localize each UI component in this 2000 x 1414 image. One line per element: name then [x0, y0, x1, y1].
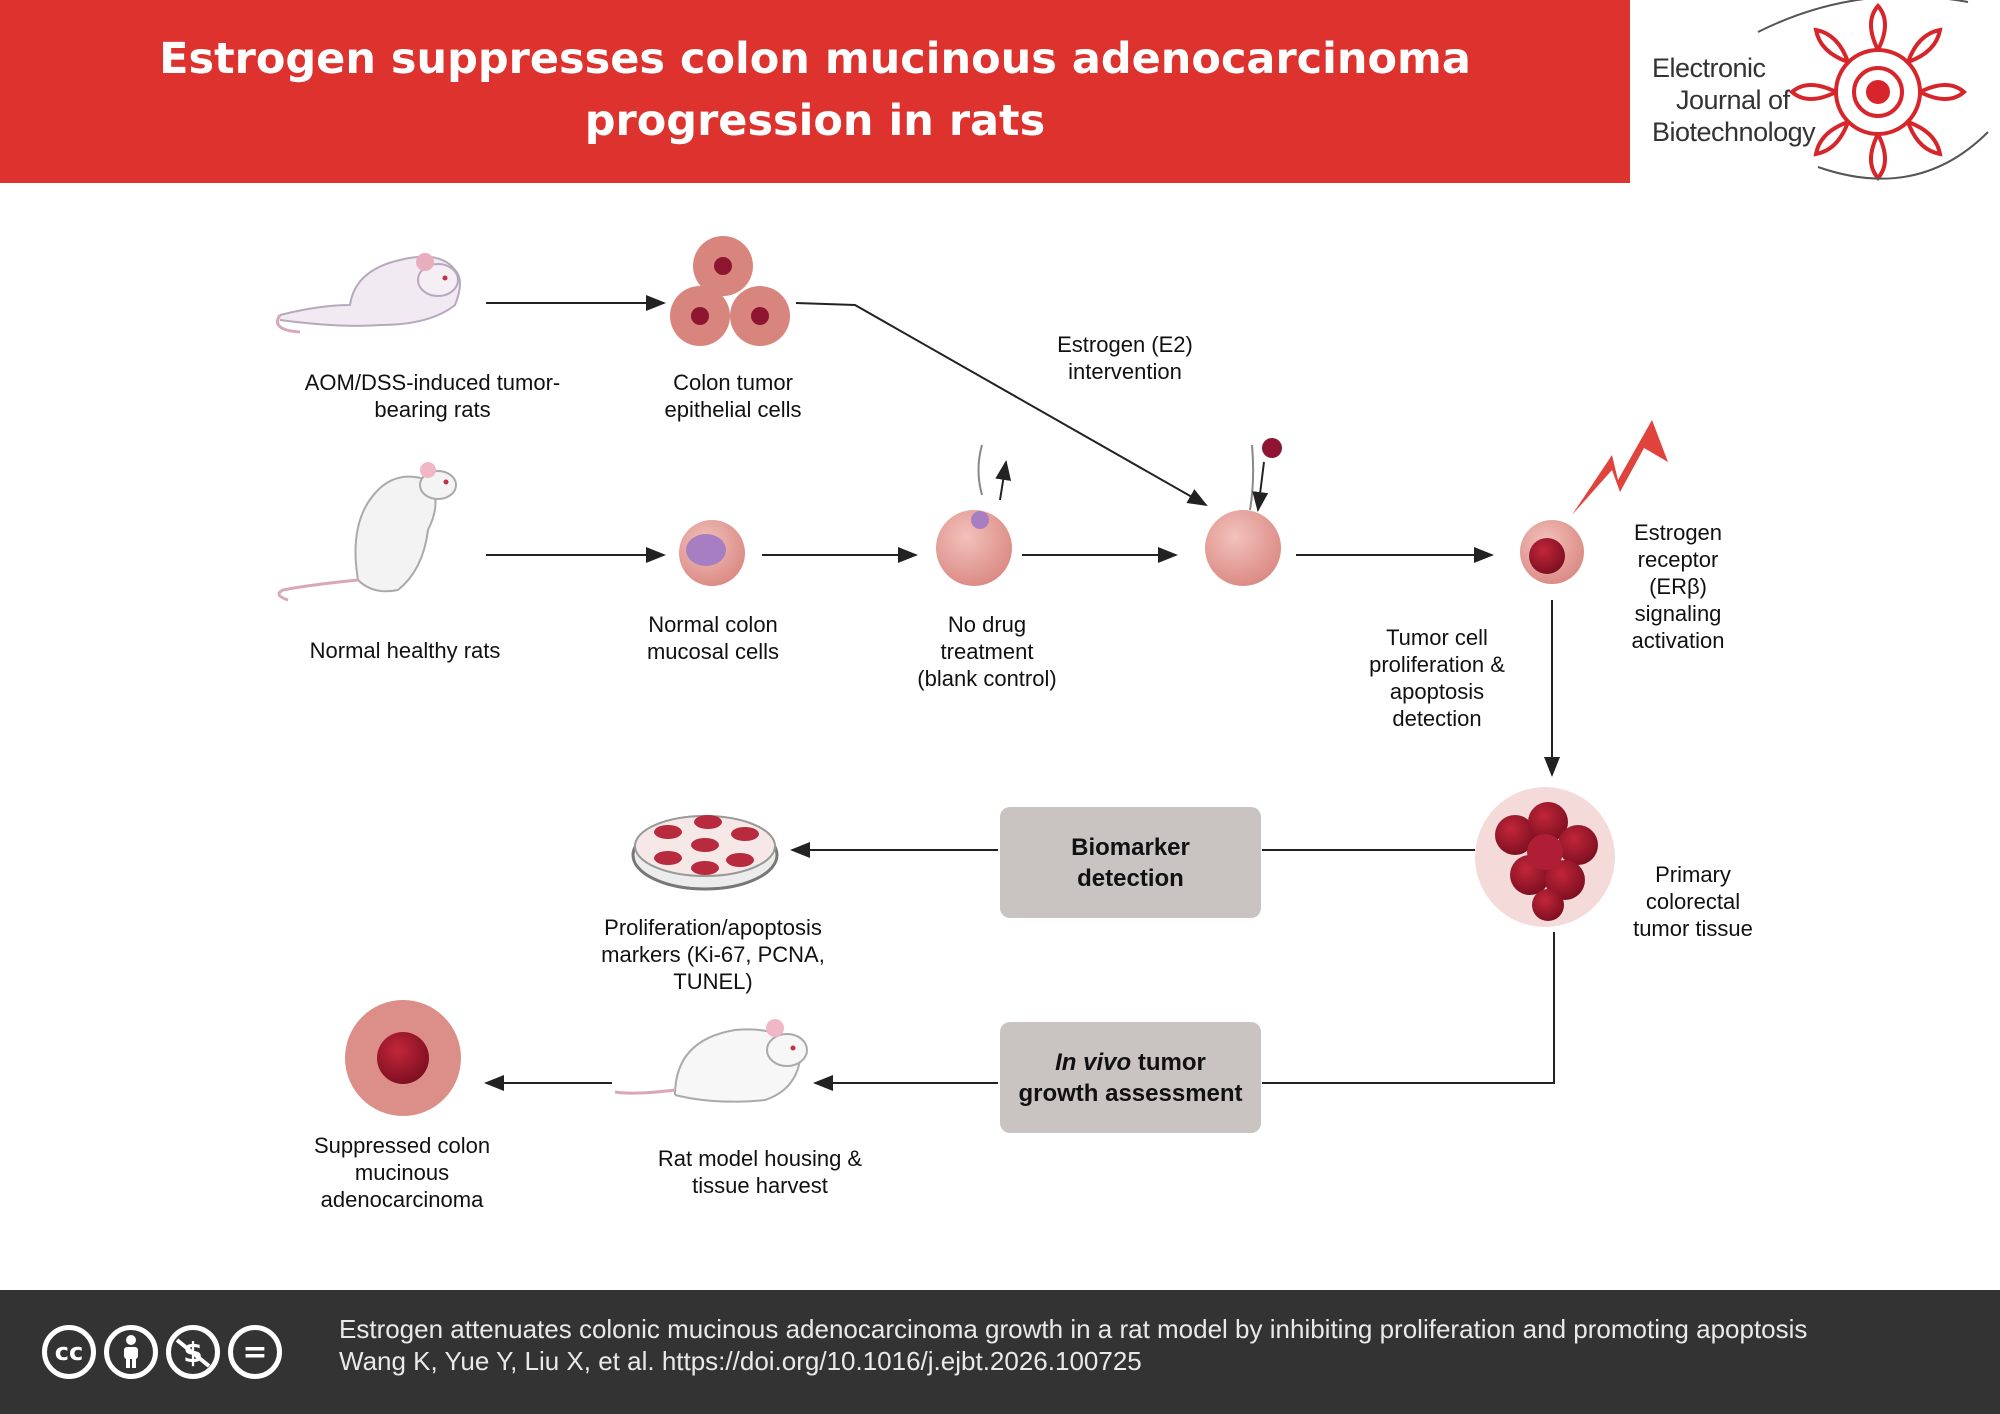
logo-line-2: Journal of [1676, 85, 1790, 115]
label-line: signaling [1634, 601, 1722, 626]
treated-cell-icon [1205, 438, 1282, 586]
label-line: TUNEL) [673, 969, 753, 994]
label-estrogen: Estrogen (E2) intervention [1025, 331, 1225, 385]
label-detection: Tumor cell proliferation & apoptosis det… [1337, 624, 1537, 732]
label-line: bearing rats [374, 397, 491, 422]
box-line: In vivo tumor [1018, 1047, 1242, 1078]
label-line: Primary [1655, 862, 1731, 887]
rat-icon [614, 1019, 808, 1103]
footer-bar [0, 1290, 2000, 1414]
label-colon-tumor-cells: Colon tumor epithelial cells [633, 369, 833, 423]
suppressed-tumor-icon [345, 1000, 461, 1116]
title-line-1: Estrogen suppresses colon mucinous adeno… [159, 34, 1471, 84]
label-line: epithelial cells [664, 397, 802, 422]
person-icon [124, 1335, 138, 1368]
rat-icon [276, 253, 461, 334]
logo-text: Electronic Journal of Biotechnology [1652, 52, 1816, 148]
label-line: (ERβ) [1649, 574, 1707, 599]
label-normal-rats: Normal healthy rats [280, 637, 530, 664]
label-line: receptor [1637, 547, 1719, 572]
label-markers: Proliferation/apoptosis markers (Ki-67, … [563, 914, 863, 995]
footer-citation: Estrogen attenuates colonic mucinous ade… [339, 1313, 1807, 1377]
biomarker-detection-box: Biomarker detection [1000, 807, 1261, 918]
logo-line-1: Electronic [1652, 53, 1766, 83]
label-line: markers (Ki-67, PCNA, [601, 942, 825, 967]
cc-icon: cc [42, 1325, 96, 1379]
label-line: Estrogen (E2) [1057, 332, 1193, 357]
box-line: growth assessment [1018, 1079, 1243, 1107]
label-line: (blank control) [917, 666, 1057, 691]
footer-line-2[interactable]: Wang K, Yue Y, Liu X, et al. https://doi… [339, 1346, 1142, 1376]
italic-text: In vivo [1055, 1048, 1132, 1076]
label-primary-tissue: Primary colorectal tumor tissue [1593, 861, 1793, 942]
label-line: apoptosis [1389, 679, 1485, 704]
header-banner [0, 0, 1630, 183]
label-line: proliferation & [1369, 652, 1505, 677]
label-line: tumor tissue [1633, 916, 1753, 941]
by-icon [104, 1325, 158, 1379]
box-text: tumor [1131, 1048, 1206, 1076]
nc-icon: $ [166, 1325, 220, 1379]
label-line: colorectal [1645, 889, 1741, 914]
dollar-slash-icon: $ [175, 1336, 211, 1369]
rat-icon [277, 462, 457, 602]
nodrug-cell-icon [936, 444, 1012, 586]
nd-icon: = [228, 1325, 282, 1379]
label-line: tissue harvest [692, 1173, 828, 1198]
label-line: No drug [947, 612, 1027, 637]
box-line: Biomarker [1071, 833, 1190, 861]
label-line: activation [1631, 628, 1725, 653]
label-line: Colon tumor [673, 370, 793, 395]
tumor-cell-icon [1520, 520, 1584, 584]
label-line: AOM/DSS-induced tumor- [304, 370, 561, 395]
label-line: mucosal cells [646, 639, 780, 664]
label-normal-cells: Normal colon mucosal cells [613, 611, 813, 665]
label-line: adenocarcinoma [320, 1187, 484, 1212]
label-line: mucinous [354, 1160, 450, 1185]
label-line: Normal colon [648, 612, 778, 637]
label-aom-rats: AOM/DSS-induced tumor- bearing rats [280, 369, 585, 423]
label-line: detection [1392, 706, 1482, 731]
label-suppressed: Suppressed colon mucinous adenocarcinoma [282, 1132, 522, 1213]
label-line: Estrogen [1633, 520, 1723, 545]
arrow-cells-to-estrogen [795, 302, 1208, 506]
label-er-beta: Estrogen receptor (ERβ) signaling activa… [1578, 519, 1778, 654]
invivo-assessment-box: In vivo tumor growth assessment [1000, 1022, 1261, 1133]
arrow-tissue-to-invivo [1262, 932, 1555, 1084]
label-line: intervention [1068, 359, 1182, 384]
label-line: Normal healthy rats [309, 638, 501, 663]
lightning-icon [1572, 420, 1668, 515]
logo-line-3: Biotechnology [1652, 117, 1816, 147]
label-housing: Rat model housing & tissue harvest [620, 1145, 900, 1199]
label-line: Rat model housing & [657, 1146, 863, 1171]
label-line: Tumor cell [1386, 625, 1488, 650]
label-line: Suppressed colon [313, 1133, 491, 1158]
tumor-tissue-icon [1475, 787, 1615, 927]
label-line: Proliferation/apoptosis [604, 915, 822, 940]
box-line: detection [1077, 864, 1184, 892]
label-line: treatment [940, 639, 1034, 664]
petri-dish-icon [631, 815, 779, 891]
tumor-cells-icon [670, 236, 790, 346]
page-title: Estrogen suppresses colon mucinous adeno… [0, 28, 1630, 152]
footer-line-1: Estrogen attenuates colonic mucinous ade… [339, 1314, 1808, 1344]
label-no-drug: No drug treatment (blank control) [887, 611, 1087, 692]
normal-cell-icon [679, 520, 745, 586]
title-line-2: progression in rats [584, 96, 1046, 146]
